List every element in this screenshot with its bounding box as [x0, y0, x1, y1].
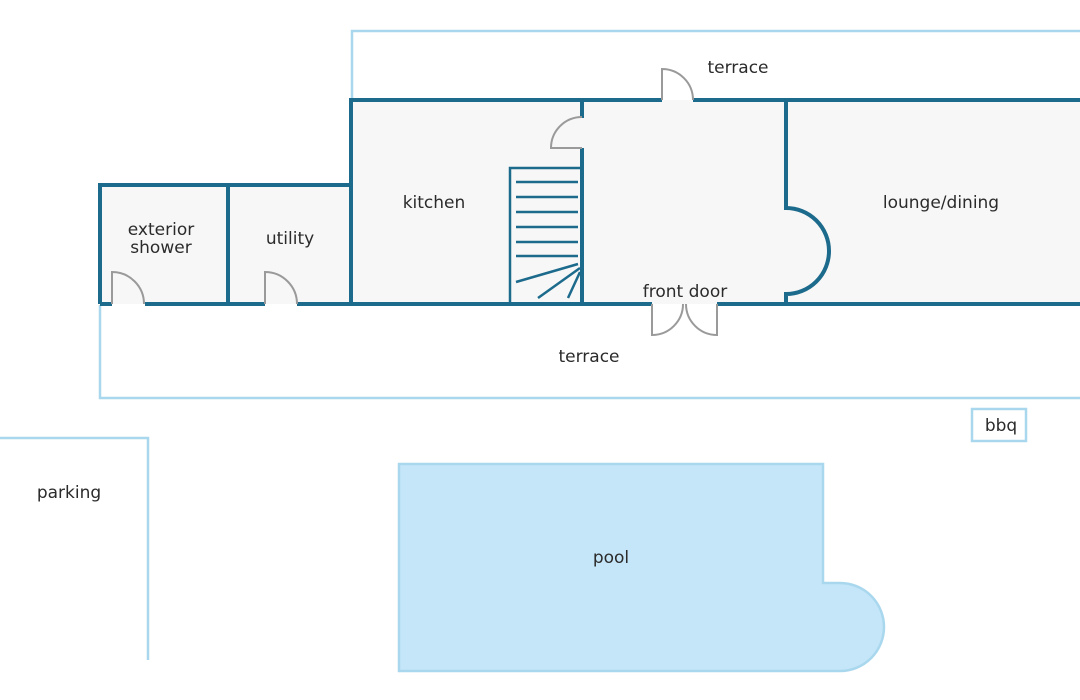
- front-door-label: front door: [643, 282, 727, 302]
- door-terrace[interactable]: [661, 67, 694, 101]
- kitchen-floor: [351, 100, 786, 304]
- bbq-box: [970, 407, 1028, 443]
- terrace-bottom-label: terrace: [558, 347, 619, 367]
- utility-label: utility: [266, 229, 314, 249]
- front-door[interactable]: [651, 303, 718, 337]
- terrace-bottom-outline: [98, 305, 1080, 400]
- staircase: [508, 166, 582, 304]
- shower-label-line2: shower: [130, 238, 191, 258]
- door-shower[interactable]: [111, 270, 145, 305]
- terrace-top-label: terrace: [707, 58, 768, 78]
- pool: [397, 462, 886, 673]
- door-utility[interactable]: [264, 270, 298, 305]
- shower-label-line1: exterior: [128, 220, 194, 240]
- shower-floor: [100, 185, 228, 304]
- terrace-top-outline: [350, 29, 1080, 100]
- bbq-label: bbq: [985, 416, 1017, 436]
- parking-label: parking: [37, 483, 101, 503]
- lounge-label: lounge/dining: [883, 193, 999, 213]
- walls: [98, 98, 1080, 306]
- kitchen-label: kitchen: [403, 193, 466, 213]
- pool-label: pool: [593, 548, 629, 568]
- door-kitchen-hall[interactable]: [549, 116, 583, 149]
- lounge-floor: [786, 100, 1080, 304]
- parking-outline: [0, 436, 150, 660]
